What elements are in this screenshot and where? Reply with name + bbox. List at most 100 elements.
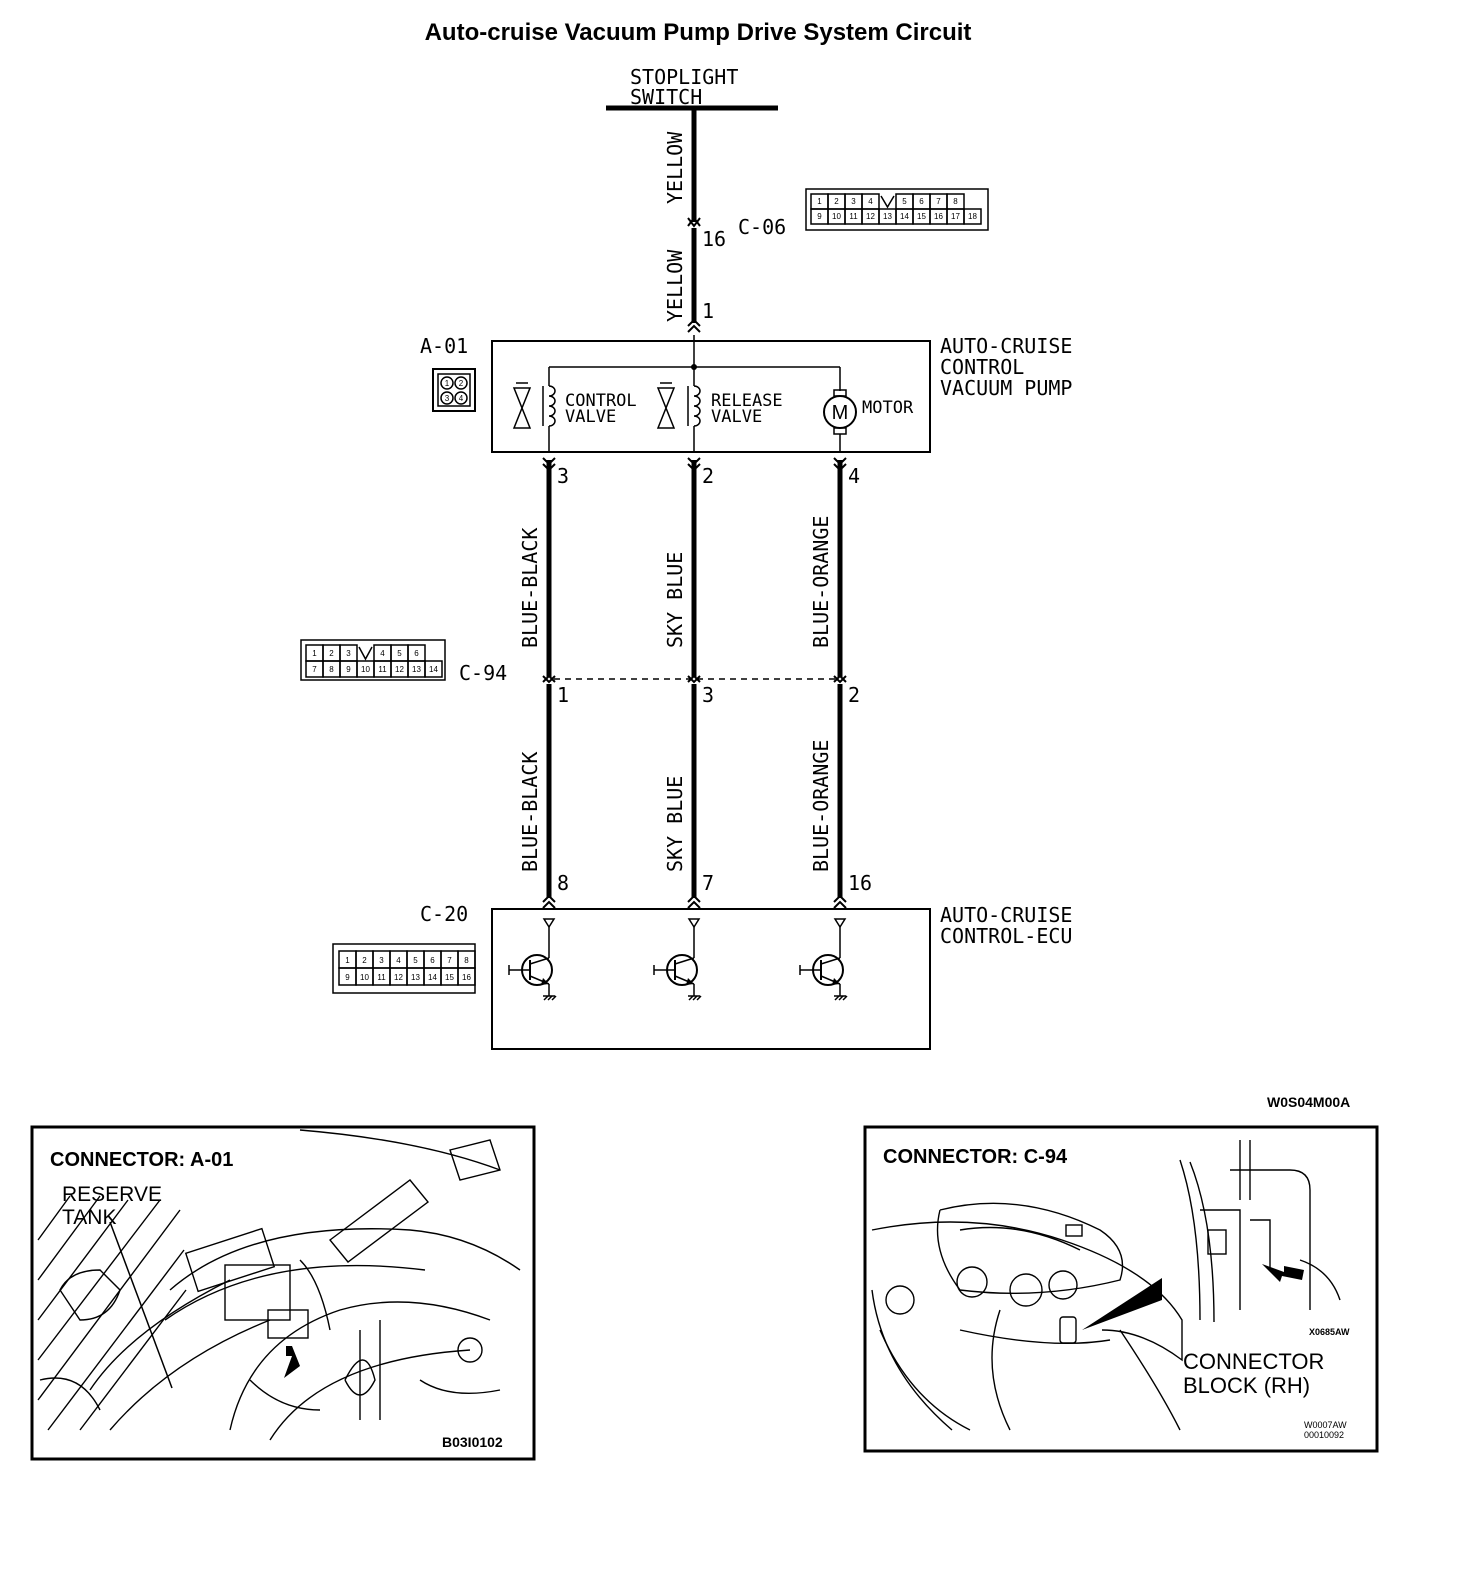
c94-pin-9: 9 <box>346 665 351 674</box>
engine-bay-illustration <box>37 1129 521 1441</box>
pump-name-line-3: VACUUM PUMP <box>940 376 1072 400</box>
c94-pin-13: 13 <box>412 665 421 674</box>
c94-pin-14: 14 <box>429 665 438 674</box>
connector-block-label-2: BLOCK (RH) <box>1183 1373 1310 1398</box>
panel-a01-heading: CONNECTOR: A-01 <box>50 1149 233 1171</box>
motor: M MOTOR <box>823 367 914 452</box>
c06-cell <box>963 208 982 225</box>
pin-label-pump-release: 2 <box>702 464 714 488</box>
c94-pin-8: 8 <box>329 665 334 674</box>
wire-label-control-upper: BLUE-BLACK <box>518 528 542 648</box>
c06-pin-16: 16 <box>934 212 943 221</box>
release-valve: RELEASE VALVE <box>656 367 783 452</box>
c06-pin-7: 7 <box>936 197 941 206</box>
connector-a01-panel: CONNECTOR: A-01 RESERVE TANK B03I0102 <box>30 1125 536 1461</box>
stoplight-switch-label-1: STOPLIGHT <box>630 65 738 89</box>
c06-pin-14: 14 <box>900 212 909 221</box>
wire-label-release-lower: SKY BLUE <box>663 776 687 872</box>
c06-pin-4: 4 <box>868 197 873 206</box>
pin-label-c94-motor: 2 <box>848 683 860 707</box>
connector-block-label-1: CONNECTOR <box>1183 1349 1324 1374</box>
c20-pin-1: 1 <box>345 956 350 965</box>
c94-cell <box>424 660 443 678</box>
wire-label-motor-lower: BLUE-ORANGE <box>809 740 833 872</box>
connector-label-c94: C-94 <box>459 661 507 685</box>
c94-pin-6: 6 <box>414 649 419 658</box>
stoplight-switch-label-2: SWITCH <box>630 85 702 109</box>
panel-c94-heading: CONNECTOR: C-94 <box>883 1146 1068 1168</box>
panel-c94-code-1: W0007AW <box>1304 1420 1347 1430</box>
pin-label-pump-motor: 4 <box>848 464 860 488</box>
c20-pin-15: 15 <box>445 973 454 982</box>
c06-pin-15: 15 <box>917 212 926 221</box>
c20-pin-9: 9 <box>345 973 350 982</box>
reserve-tank-label-2: TANK <box>62 1206 116 1229</box>
c06-pin-17: 17 <box>951 212 960 221</box>
c94-pin-4: 4 <box>380 649 385 658</box>
diagram-title: Auto-cruise Vacuum Pump Drive System Cir… <box>425 19 972 46</box>
c94-pin-12: 12 <box>395 665 404 674</box>
stoplight-switch: STOPLIGHT SWITCH <box>606 65 778 111</box>
c06-pin-2: 2 <box>834 197 839 206</box>
connector-c94-panel: CONNECTOR: C-94 X0685AW CONNECTOR BLOCK … <box>863 1125 1379 1453</box>
c06-pin-10: 10 <box>832 212 841 221</box>
panel-a01-code: B03I0102 <box>442 1434 503 1450</box>
pin-label-pump-control: 3 <box>557 464 569 488</box>
pin-label-ecu-control: 8 <box>557 871 569 895</box>
control-valve: CONTROL VALVE <box>512 367 637 452</box>
pin-label-c06-16: 16 <box>702 227 726 251</box>
connector-label-c06: C-06 <box>738 215 786 239</box>
connector-face-a01: 1 2 3 4 <box>432 368 476 412</box>
c94-pin-3: 3 <box>346 649 351 658</box>
c20-pin-11: 11 <box>377 973 386 982</box>
callout-wedge <box>1082 1278 1162 1330</box>
c20-pin-8: 8 <box>464 956 469 965</box>
a01-pin-1: 1 <box>445 379 450 388</box>
dashboard-illustration <box>871 1140 1341 1431</box>
c20-pin-14: 14 <box>428 973 437 982</box>
c20-pin-13: 13 <box>411 973 420 982</box>
c20-pin-3: 3 <box>379 956 384 965</box>
inset-arrow <box>1262 1264 1304 1282</box>
c06-pin-12: 12 <box>866 212 875 221</box>
c20-pin-16: 16 <box>462 973 471 982</box>
panel-c94-inset-code: X0685AW <box>1309 1327 1350 1337</box>
control-valve-label-1: CONTROL <box>565 391 637 411</box>
motor-label: MOTOR <box>862 398 914 418</box>
c94-pin-10: 10 <box>361 665 370 674</box>
pin-label-c94-release: 3 <box>702 683 714 707</box>
reserve-tank-leader <box>109 1221 173 1389</box>
wire-label-yellow-upper: YELLOW <box>663 131 687 204</box>
c20-cell <box>457 967 476 986</box>
vacuum-pump: AUTO-CRUISE CONTROL VACUUM PUMP CONTROL … <box>491 334 1072 453</box>
wire-label-control-lower: BLUE-BLACK <box>518 752 542 872</box>
a01-pin-4: 4 <box>459 394 464 403</box>
connector-label-c20: C-20 <box>420 902 468 926</box>
c06-key-notch <box>880 195 895 209</box>
wire-control: BLUE-BLACK BLUE-BLACK 3 1 8 <box>518 457 569 909</box>
a01-pin-2: 2 <box>459 379 464 388</box>
c06-pin-9: 9 <box>817 212 822 221</box>
c94-pin-5: 5 <box>397 649 402 658</box>
c06-pin-8: 8 <box>953 197 958 206</box>
transistor-motor <box>799 918 848 1001</box>
c94-pin-2: 2 <box>329 649 334 658</box>
pin-label-c94-control: 1 <box>557 683 569 707</box>
c20-pin-2: 2 <box>362 956 367 965</box>
release-valve-label-2: VALVE <box>711 407 762 427</box>
ecu-name-line-2: CONTROL-ECU <box>940 924 1072 948</box>
c20-pin-5: 5 <box>413 956 418 965</box>
c20-pin-10: 10 <box>360 973 369 982</box>
wire-label-release-upper: SKY BLUE <box>663 552 687 648</box>
connector-label-a01: A-01 <box>420 334 468 358</box>
c20-pin-7: 7 <box>447 956 452 965</box>
control-valve-label-2: VALVE <box>565 407 616 427</box>
c06-pin-6: 6 <box>919 197 924 206</box>
reserve-tank-label-1: RESERVE <box>62 1183 162 1206</box>
c94-key-notch <box>358 646 373 661</box>
c06-pin-3: 3 <box>851 197 856 206</box>
